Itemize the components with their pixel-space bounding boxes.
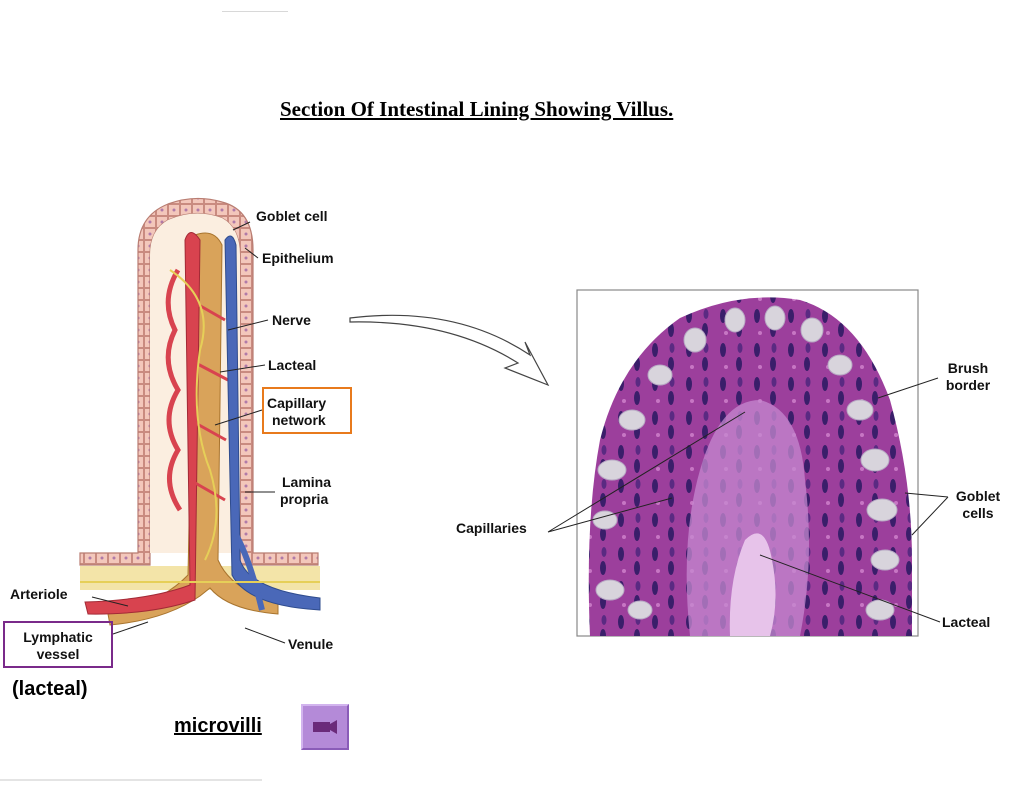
label-brush-line1: Brush <box>947 360 989 376</box>
label-lacteal-left: Lacteal <box>268 357 317 373</box>
lymphatic-vessel-box <box>3 621 113 668</box>
capillary-network-box <box>262 387 352 434</box>
label-capillary-line1: Capillary <box>267 395 327 411</box>
lacteal-lumen <box>729 533 776 636</box>
arteriole-vessel <box>84 232 201 615</box>
label-goblet-cells-line1: Goblet <box>955 488 1001 504</box>
page-title: Section Of Intestinal Lining Showing Vil… <box>280 97 674 121</box>
pointer-arrow <box>349 314 550 387</box>
label-lamina-line2: propria <box>280 491 329 507</box>
label-lymphatic-line2: vessel <box>36 646 80 662</box>
villus-core <box>686 400 809 636</box>
label-lymphatic-line1: Lymphatic <box>23 629 93 645</box>
villus-micrograph <box>547 289 949 637</box>
goblet-cells-group <box>592 305 900 621</box>
label-capillaries: Capillaries <box>456 520 527 536</box>
label-lacteal-right: Lacteal <box>942 614 991 630</box>
label-lamina-line1: Lamina <box>282 474 332 490</box>
microvilli-link[interactable]: microvilli <box>174 715 262 737</box>
video-button[interactable] <box>301 704 349 750</box>
top-divider <box>222 11 288 12</box>
label-lacteal-paren: (lacteal) <box>12 678 88 700</box>
label-nerve: Nerve <box>272 312 311 328</box>
label-capillary-line2: network <box>272 412 326 428</box>
villus-illustration <box>79 197 321 644</box>
label-brush-line2: border <box>945 377 991 393</box>
label-epithelium: Epithelium <box>262 250 334 266</box>
label-arteriole: Arteriole <box>10 586 68 602</box>
label-venule: Venule <box>288 636 334 652</box>
bottom-divider <box>0 779 262 781</box>
label-goblet-cells-line2: cells <box>962 505 994 521</box>
label-goblet-cell: Goblet cell <box>256 208 328 224</box>
video-camera-icon <box>313 720 337 734</box>
venule-vessel <box>224 235 321 611</box>
